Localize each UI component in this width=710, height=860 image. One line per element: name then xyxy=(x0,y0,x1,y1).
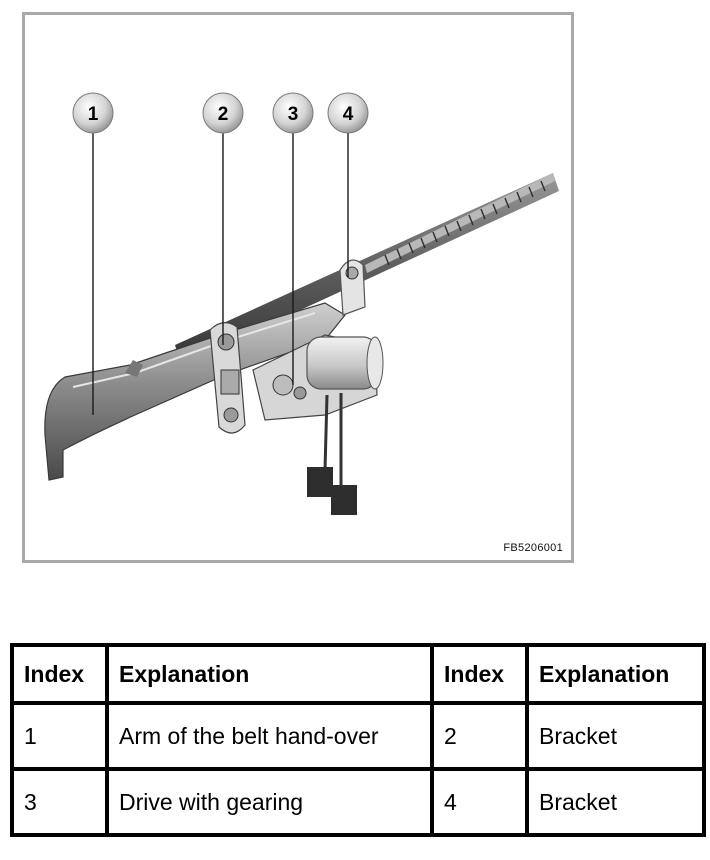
figure-code: FB5206001 xyxy=(503,542,563,554)
header-index-1: Index xyxy=(10,643,109,705)
table-cell: 1 xyxy=(10,701,109,771)
table-cell: 3 xyxy=(10,767,109,837)
table-row: 1 Arm of the belt hand-over 2 Bracket xyxy=(10,701,706,771)
callout-leaders xyxy=(92,133,349,415)
toothed-rail xyxy=(175,173,559,365)
callout-4: 4 xyxy=(327,92,369,134)
table-cell: 2 xyxy=(430,701,529,771)
table-cell: Drive with gearing xyxy=(105,767,434,837)
callout-3-label: 3 xyxy=(288,104,299,125)
table-row: 3 Drive with gearing 4 Bracket xyxy=(10,767,706,837)
callout-1-label: 1 xyxy=(88,104,99,125)
component-illustration: 1 2 3 4 FB5206001 xyxy=(22,12,574,563)
bracket-4 xyxy=(339,259,366,316)
header-explanation-1: Explanation xyxy=(105,643,434,705)
header-index-2: Index xyxy=(430,643,529,705)
belt-feeder-drawing: 1 2 3 4 xyxy=(44,92,559,515)
callout-4-label: 4 xyxy=(343,104,354,125)
table-cell: Bracket xyxy=(525,767,706,837)
table-cell: Bracket xyxy=(525,701,706,771)
callout-2-label: 2 xyxy=(218,104,229,125)
header-explanation-2: Explanation xyxy=(525,643,706,705)
callout-1: 1 xyxy=(72,92,114,134)
drive-with-gearing xyxy=(252,334,384,515)
table-header-row: Index Explanation Index Explanation xyxy=(10,643,706,705)
table-cell: Arm of the belt hand-over xyxy=(105,701,434,771)
table-cell: 4 xyxy=(430,767,529,837)
callout-3: 3 xyxy=(272,92,314,134)
callout-2: 2 xyxy=(202,92,244,134)
bracket-2 xyxy=(209,322,246,434)
legend-table: Index Explanation Index Explanation 1 Ar… xyxy=(10,643,706,837)
